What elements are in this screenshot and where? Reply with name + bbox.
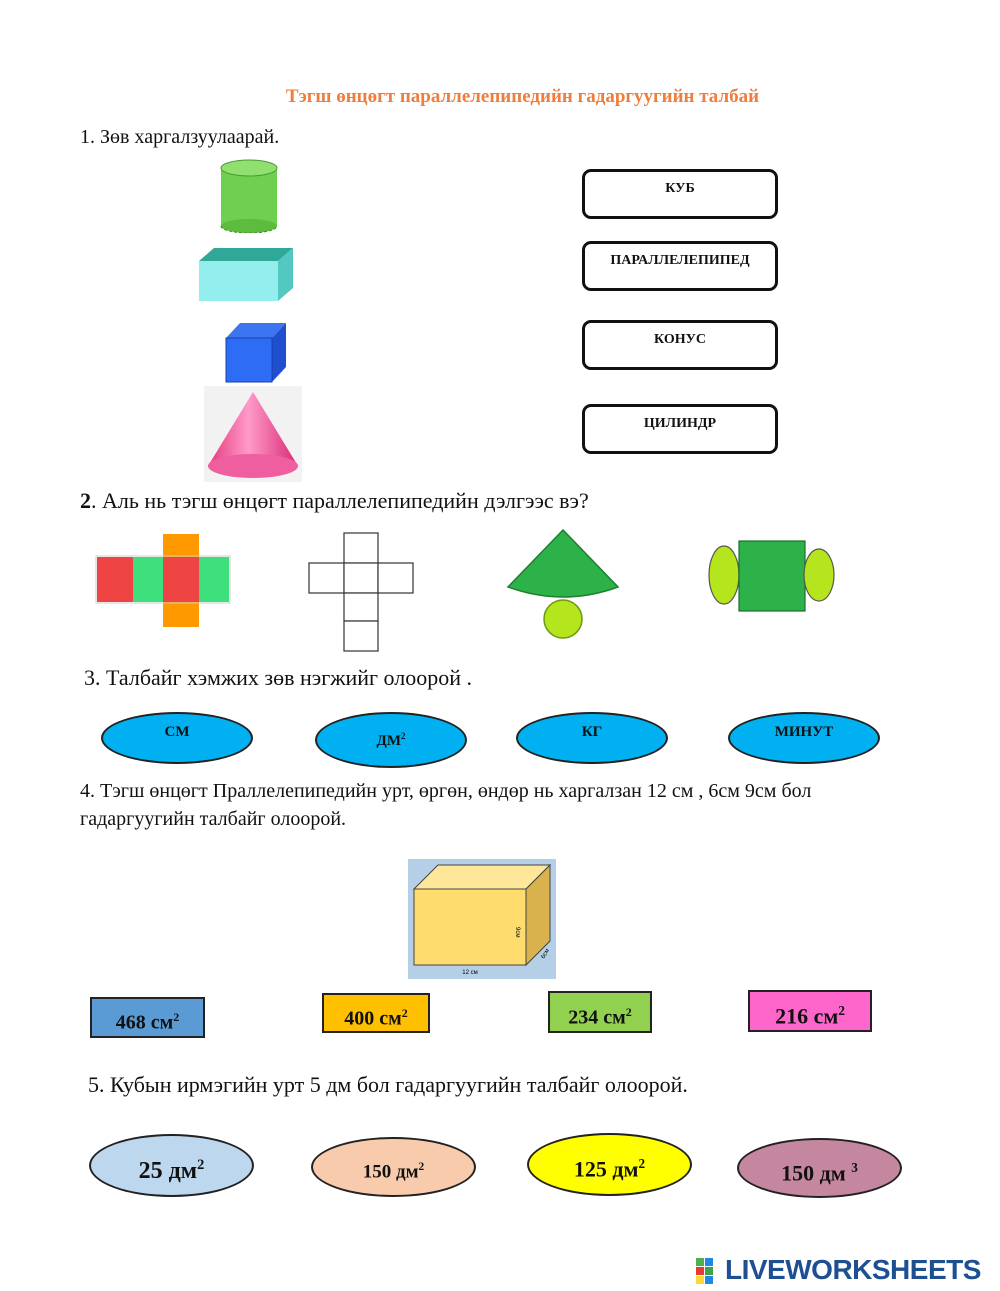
area-option-216[interactable]: 216 см2 xyxy=(748,990,872,1032)
cylinder-net-icon[interactable] xyxy=(707,537,837,613)
page-title: Тэгш өнцөгт параллелепипедийн гадаргууги… xyxy=(285,86,760,107)
unit-option-kg-text: КГ xyxy=(581,724,603,740)
unit-option-cm[interactable]: СМ xyxy=(101,712,253,764)
label-parallelepiped-text: ПАРАЛЛЕЛЕПИПЕД xyxy=(610,253,750,268)
question-1-prompt: 1. Зөв харгалзуулаарай. xyxy=(80,126,280,148)
area-option-25dm2[interactable]: 25 дм2 xyxy=(89,1134,254,1197)
question-4-prompt-line1: 4. Тэгш өнцөгт Праллелепипедийн урт, өрг… xyxy=(80,780,812,802)
area-option-468[interactable]: 468 см2 xyxy=(90,997,205,1038)
unit-option-kg[interactable]: КГ xyxy=(516,712,668,764)
area-option-216-text: 216 см xyxy=(775,1003,839,1029)
question-2-number: 2 xyxy=(80,488,91,513)
area-option-125dm2-text: 125 дм xyxy=(573,1156,639,1182)
unit-option-cm-text: СМ xyxy=(164,724,190,740)
area-option-25dm2-sup: 2 xyxy=(197,1157,205,1173)
colored-net-icon[interactable] xyxy=(95,532,235,630)
label-cube-text: КУБ xyxy=(665,181,695,196)
cube-icon[interactable] xyxy=(223,321,289,385)
area-option-234-sup: 2 xyxy=(625,1005,632,1019)
unit-option-minute[interactable]: МИНУТ xyxy=(728,712,880,764)
area-option-234[interactable]: 234 см2 xyxy=(548,991,652,1033)
question-4-prompt-line2: гадаргуугийн талбайг олоорой. xyxy=(80,808,347,830)
cone-net-icon[interactable] xyxy=(505,527,621,641)
area-option-150dm2-sup: 2 xyxy=(418,1161,425,1173)
area-option-125dm2-sup: 2 xyxy=(638,1156,646,1171)
area-option-216-sup: 2 xyxy=(838,1003,845,1018)
question-2-text: . Аль нь тэгш өнцөгт параллелепипедийн д… xyxy=(91,488,589,513)
area-option-125dm2[interactable]: 125 дм2 xyxy=(527,1133,692,1196)
liveworksheets-logo: LIVEWORKSHEETS xyxy=(725,1254,981,1285)
label-cylinder-text: ЦИЛИНДР xyxy=(643,416,717,431)
unit-option-dm2-sup: 2 xyxy=(400,731,406,741)
area-option-25dm2-text: 25 дм xyxy=(138,1158,198,1184)
area-option-400[interactable]: 400 см2 xyxy=(322,993,430,1033)
cone-icon[interactable] xyxy=(204,386,302,482)
length-label: 12 см xyxy=(462,970,477,976)
area-option-234-text: 234 см xyxy=(568,1006,626,1029)
area-option-468-text: 468 см xyxy=(115,1011,174,1034)
unit-option-dm2-text: ДМ xyxy=(376,733,401,749)
area-option-150dm3-text: 150 дм xyxy=(781,1160,852,1186)
cuboid-dimensions-figure: 12 см 6см 9см xyxy=(408,859,556,979)
unit-option-dm2[interactable]: ДМ2 xyxy=(315,712,467,768)
area-option-150dm3-sup: 3 xyxy=(851,1160,858,1175)
height-label: 9см xyxy=(514,927,520,937)
cylinder-icon[interactable] xyxy=(215,158,285,233)
label-cube[interactable]: КУБ xyxy=(582,169,778,219)
cube-net-icon[interactable] xyxy=(308,531,416,653)
area-option-150dm2-text: 150 дм xyxy=(362,1161,419,1183)
question-3-prompt: 3. Талбайг хэмжих зөв нэгжийг олоорой . xyxy=(84,665,472,690)
unit-option-minute-text: МИНУТ xyxy=(774,724,834,740)
cuboid-icon[interactable] xyxy=(196,246,296,304)
label-cone[interactable]: КОНУС xyxy=(582,320,778,370)
label-cylinder[interactable]: ЦИЛИНДР xyxy=(582,404,778,454)
question-5-prompt: 5. Кубын ирмэгийн урт 5 дм бол гадаргууг… xyxy=(88,1072,688,1097)
liveworksheets-logo-icon xyxy=(696,1258,713,1284)
area-option-400-sup: 2 xyxy=(401,1006,408,1020)
label-parallelepiped[interactable]: ПАРАЛЛЕЛЕПИПЕД xyxy=(582,241,778,291)
label-cone-text: КОНУС xyxy=(654,332,706,347)
width-label: 6см xyxy=(541,948,551,960)
area-option-150dm2[interactable]: 150 дм2 xyxy=(311,1137,476,1197)
question-2-prompt: 2. Аль нь тэгш өнцөгт параллелепипедийн … xyxy=(80,488,589,514)
area-option-468-sup: 2 xyxy=(173,1010,180,1024)
area-option-400-text: 400 см xyxy=(344,1007,402,1030)
area-option-150dm3[interactable]: 150 дм 3 xyxy=(737,1138,902,1198)
